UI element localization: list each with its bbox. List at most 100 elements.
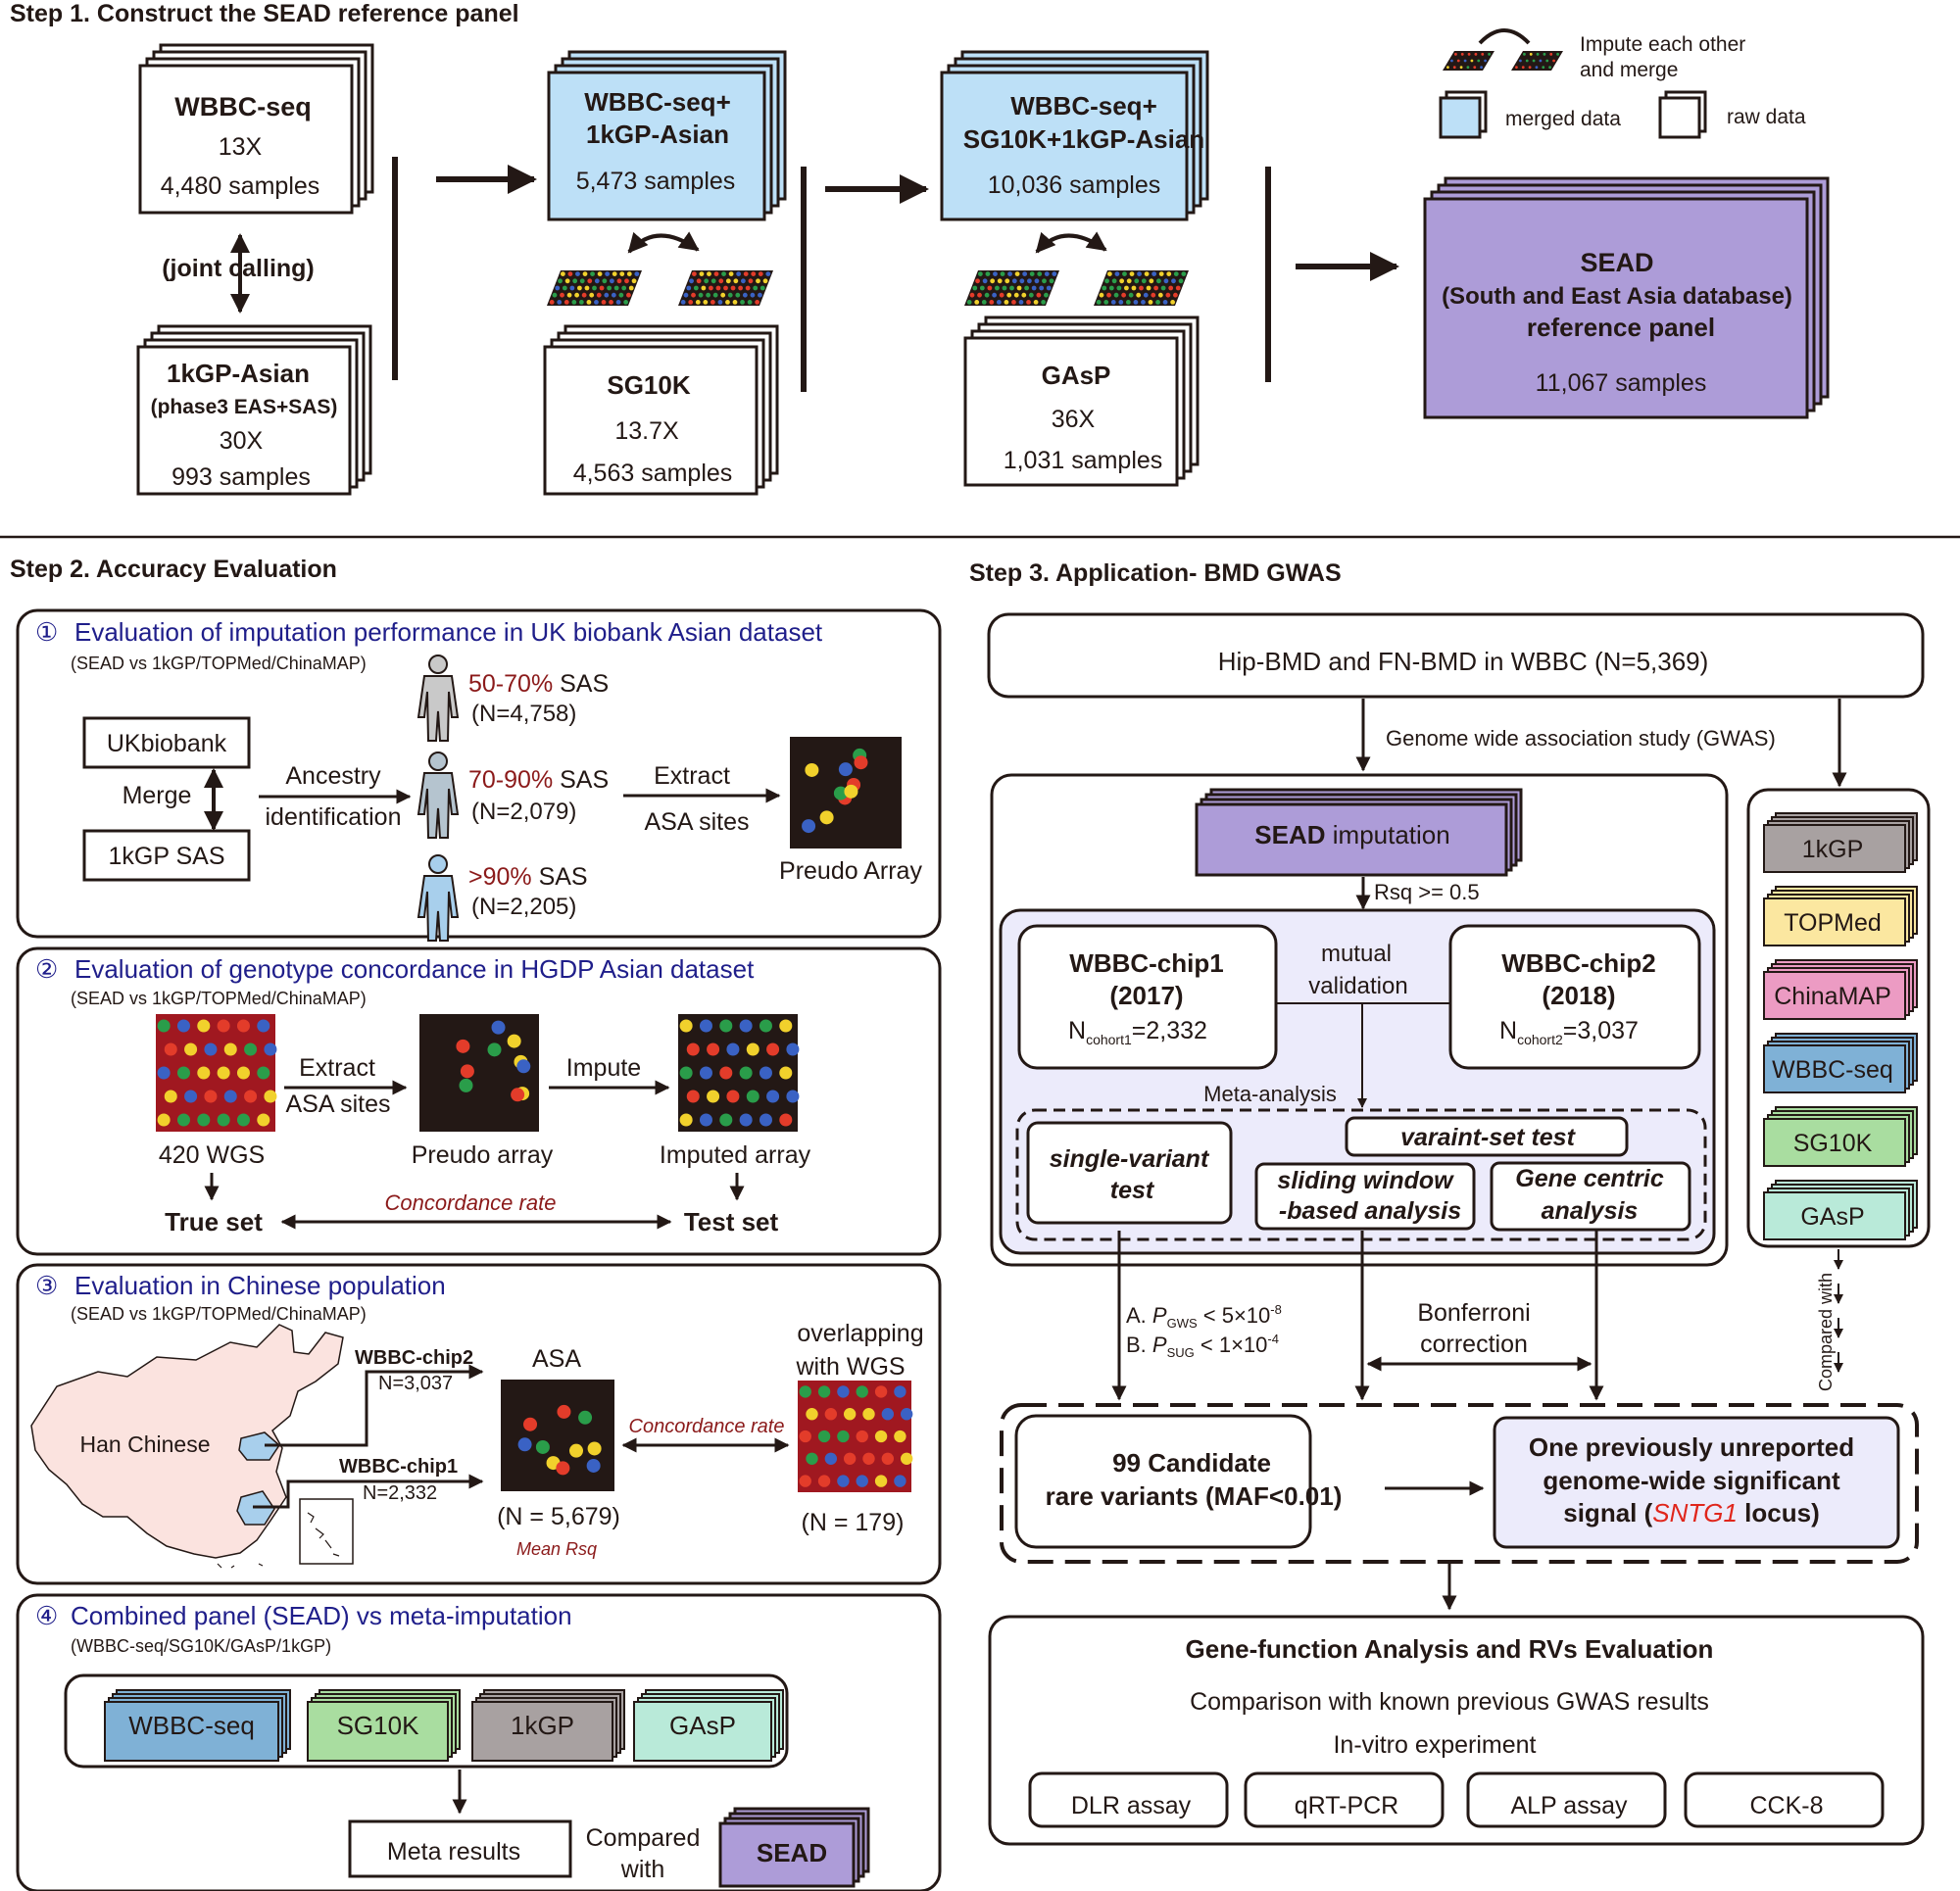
group-3-n: (N=2,205)	[471, 894, 576, 920]
assay-alp-assay: ALP assay	[1466, 1771, 1667, 1828]
s3-gene-2: analysis	[1542, 1197, 1639, 1225]
p3-n179: (N = 179)	[802, 1509, 905, 1536]
kgp-sas-box	[82, 829, 251, 882]
kgp-asian-stack: 1kGP-Asian (phase3 EAS+SAS) 30X 993 samp…	[136, 324, 372, 496]
s3-chip1-box	[1017, 924, 1278, 1070]
group-3-label: >90% SAS	[468, 863, 588, 891]
s3-bonferroni-1: Bonferroni	[1417, 1299, 1530, 1327]
legend-merged-swatch	[1439, 96, 1482, 139]
s3-top-label: Hip-BMD and FN-BMD in WBBC (N=5,369)	[1218, 647, 1709, 676]
sg10k-depth: 13.7X	[614, 417, 679, 445]
p2-imputed-array	[678, 1014, 798, 1132]
ancestry-label-1: Ancestry	[285, 762, 381, 790]
joint-calling-label: (joint calling)	[162, 255, 315, 282]
compare-label: WBBC-seq	[1772, 1056, 1893, 1084]
sead-samples: 11,067 samples	[1536, 369, 1707, 397]
assay-label: DLR assay	[1071, 1792, 1192, 1819]
s3-sead-imputation-label: SEAD imputation	[1254, 820, 1449, 849]
p2-wgs-array	[156, 1014, 275, 1132]
compare-label: GAsP	[1800, 1203, 1864, 1231]
p3-chip1-label: WBBC-chip1	[339, 1456, 458, 1478]
impute-arc-2	[1035, 231, 1107, 254]
compare-label: 1kGP	[1802, 836, 1864, 863]
gasp-samples: 1,031 samples	[1004, 447, 1163, 474]
s3-signal-3: signal (SNTG1 locus)	[1563, 1498, 1820, 1527]
person-icon-1	[416, 655, 460, 742]
step2-title: Step 2. Accuracy Evaluation	[10, 556, 337, 583]
m1-line1: WBBC-seq+	[584, 87, 731, 117]
s3-rsq-label: Rsq >= 0.5	[1374, 880, 1480, 904]
compare-label: ChinaMAP	[1774, 983, 1891, 1010]
merge-label: Merge	[122, 782, 192, 809]
s3-signal-1: One previously unreported	[1529, 1432, 1854, 1462]
p4-panel-items: WBBC-seq SG10K 1kGP GAsP	[104, 1689, 784, 1762]
s3-candidate-1: 99 Candidate	[1112, 1448, 1271, 1478]
p2-asa-label: ASA sites	[286, 1091, 391, 1118]
s3-mutual-1: mutual	[1321, 941, 1392, 967]
p3-chip2-label: WBBC-chip2	[355, 1347, 473, 1369]
compare-wbbc-seq: WBBC-seq	[1763, 1033, 1918, 1093]
p2-impute-label: Impute	[566, 1054, 641, 1082]
ukbiobank-box	[82, 716, 251, 769]
p2-preudo-array	[419, 1014, 539, 1132]
step3-title: Step 3. Application- BMD GWAS	[969, 559, 1342, 587]
p4-item-label: 1kGP	[511, 1711, 574, 1740]
array-dots	[157, 52, 1559, 1487]
s3-meta-label: Meta-analysis	[1203, 1082, 1337, 1106]
step1-title: Step 1. Construct the SEAD reference pan…	[10, 0, 519, 27]
panel-3-number: ③	[35, 1271, 58, 1300]
kgp-asian-sub: (phase3 EAS+SAS)	[151, 396, 338, 418]
sg10k-stack: SG10K 13.7X 4,563 samples	[543, 324, 779, 496]
compare-topmed: TOPMed	[1763, 886, 1918, 946]
p4-item-gasp: GAsP	[633, 1689, 784, 1762]
compare-gasp: GAsP	[1763, 1180, 1918, 1240]
s3-candidate-2: rare variants (MAF<0.01)	[1046, 1481, 1343, 1511]
p3-mean-rsq: Mean Rsq	[516, 1539, 597, 1559]
s3-chip1-year: (2017)	[1109, 981, 1183, 1010]
p3-concordance-label: Concordance rate	[629, 1416, 785, 1437]
p4-meta-box	[348, 1819, 572, 1878]
ancestry-label-2: identification	[266, 803, 402, 831]
p2-true-label: True set	[165, 1207, 263, 1236]
p3-chip1-n: N=2,332	[363, 1482, 437, 1504]
chip1-arrow	[253, 1474, 484, 1509]
p4-sead-stack: SEAD	[718, 1807, 870, 1888]
group-2-label: 70-90% SAS	[468, 766, 609, 794]
s3-bonferroni-2: correction	[1420, 1331, 1528, 1358]
panel-3-sub: (SEAD vs 1kGP/TOPMed/ChinaMAP)	[71, 1304, 367, 1324]
wbbc-seq-depth: 13X	[219, 133, 263, 161]
p3-wgs-array	[798, 1381, 911, 1492]
p4-item-wbbc-seq: WBBC-seq	[104, 1689, 291, 1762]
assay-qrt-pcr: qRT-PCR	[1244, 1771, 1445, 1828]
compare-chinamap: ChinaMAP	[1763, 959, 1918, 1020]
kgp-asian-depth: 30X	[220, 427, 264, 455]
legend-merge-text: and merge	[1580, 59, 1678, 81]
p4-item-label: GAsP	[669, 1711, 736, 1740]
assay-dlr-assay: DLR assay	[1028, 1771, 1229, 1828]
kgp-asian-name: 1kGP-Asian	[167, 359, 310, 388]
panel-4-number: ④	[35, 1601, 58, 1630]
p3-n5679: (N = 5,679)	[497, 1503, 620, 1530]
p2-test-label: Test set	[684, 1207, 779, 1236]
s3-signal-2: genome-wide significant	[1543, 1466, 1840, 1495]
s3-top-box	[987, 612, 1925, 699]
gasp-depth: 36X	[1052, 406, 1096, 433]
p4-item-label: WBBC-seq	[128, 1711, 255, 1740]
panel-4-title: Combined panel (SEAD) vs meta-imputation	[71, 1601, 572, 1630]
p2-extract-label: Extract	[299, 1054, 375, 1082]
s3-single-1: single-variant	[1050, 1145, 1210, 1173]
p4-compared-1: Compared	[586, 1824, 701, 1852]
sead-line3: reference panel	[1527, 313, 1715, 342]
legend: Impute each other and merge merged data …	[1439, 28, 1806, 139]
person-icon-2	[416, 752, 460, 839]
m1-samples: 5,473 samples	[576, 168, 736, 195]
wbbc-seq-stack: WBBC-seq 13X 4,480 samples	[138, 43, 374, 215]
panel-1-number: ①	[35, 617, 58, 647]
group-1-label: 50-70% SAS	[468, 670, 609, 698]
p4-item-label: SG10K	[337, 1711, 419, 1740]
p3-overlap-2: with WGS	[795, 1353, 905, 1381]
merged-panel-1-stack: WBBC-seq+ 1kGP-Asian 5,473 samples	[547, 50, 787, 221]
kgp-asian-samples: 993 samples	[172, 463, 311, 491]
assay-label: CCK-8	[1749, 1792, 1823, 1819]
